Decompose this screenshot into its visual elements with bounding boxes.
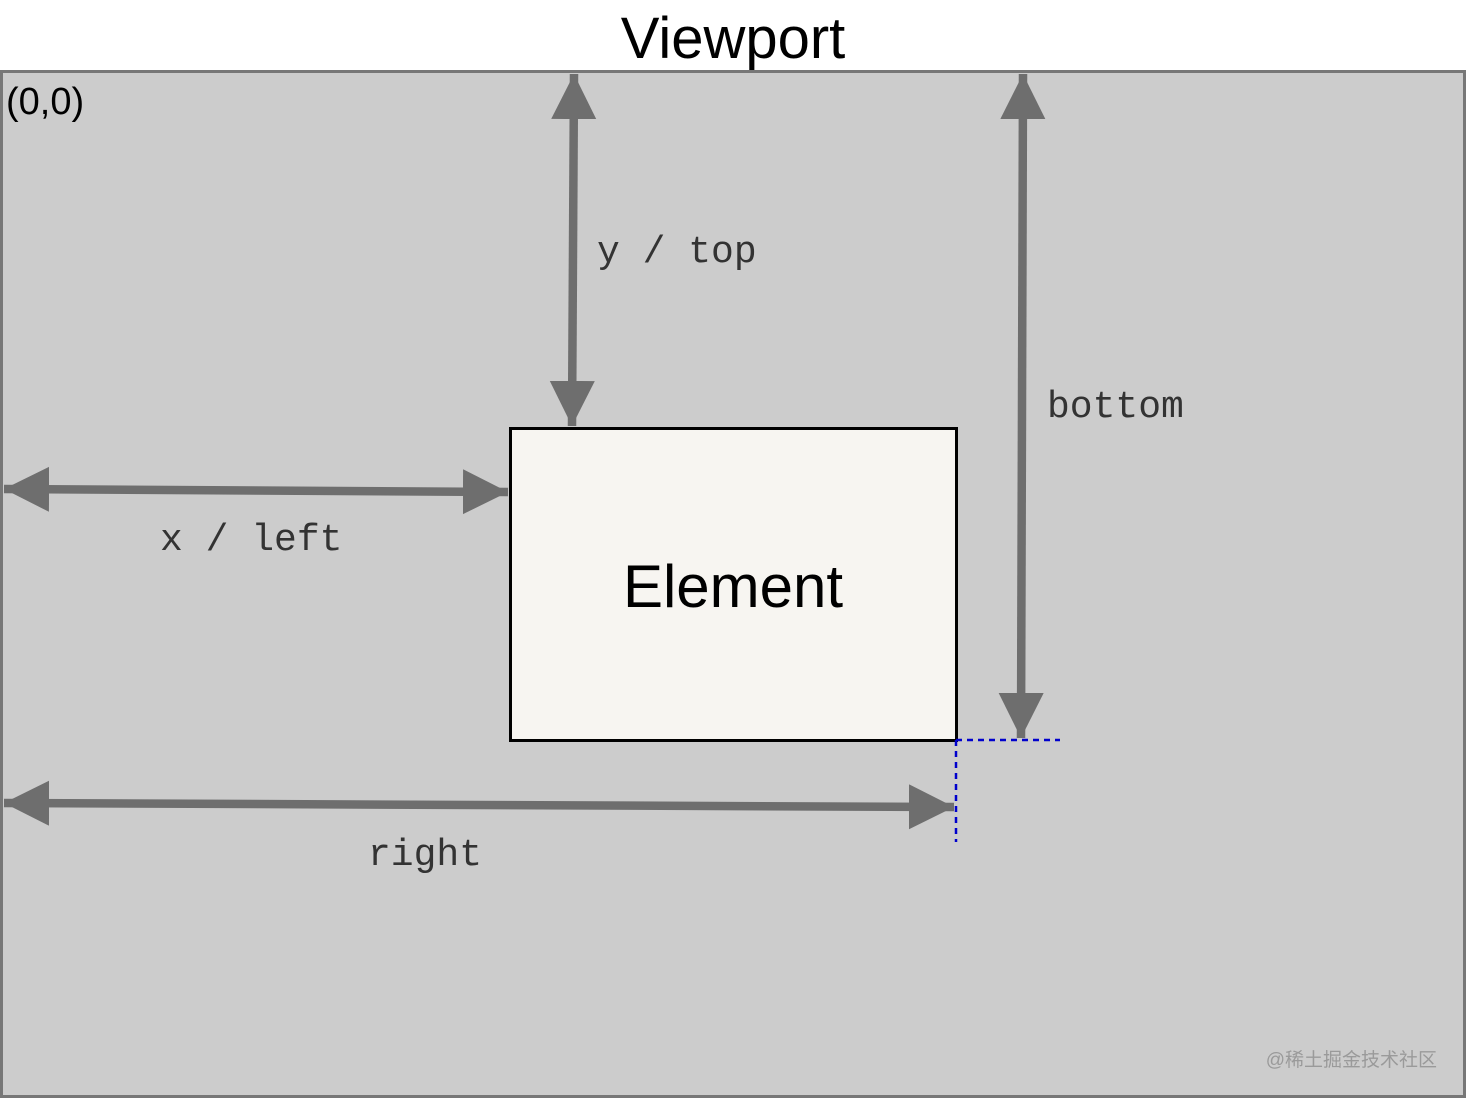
diagram-title: Viewport [621,6,846,71]
x-left-arrow [3,466,509,515]
bottom-label: bottom [1047,386,1184,429]
x-left-label: x / left [160,519,342,562]
right-label: right [368,834,482,877]
element-label: Element [623,553,843,620]
origin-label: (0,0) [6,81,84,123]
element-box [509,427,958,742]
right-arrow [3,780,955,830]
watermark: @稀土掘金技术社区 [1266,1049,1437,1071]
y-top-arrow [549,73,597,427]
y-top-label: y / top [597,231,757,274]
bottom-arrow [998,73,1046,739]
